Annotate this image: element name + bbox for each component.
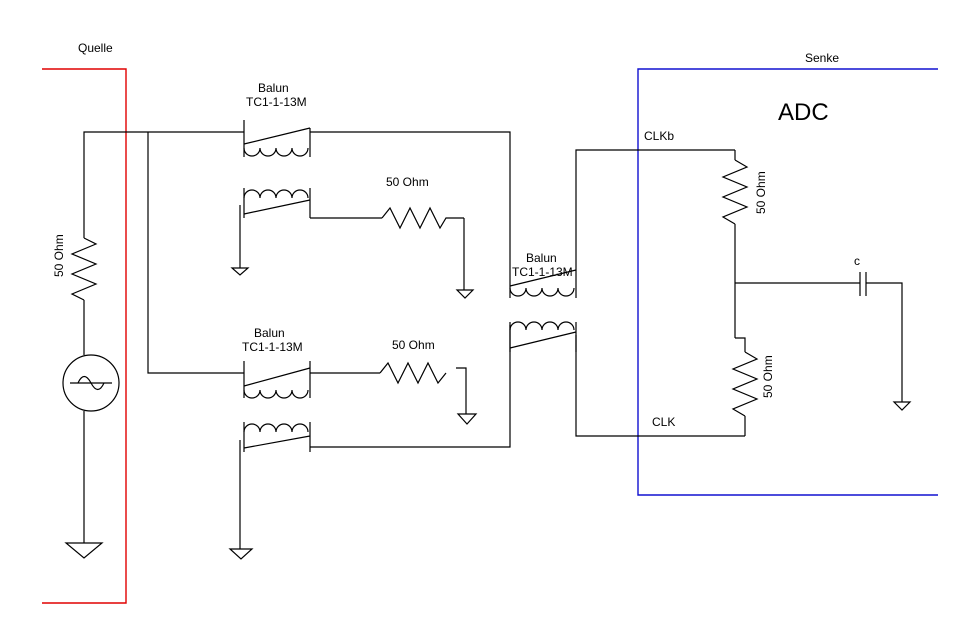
source-label: Quelle — [78, 41, 113, 55]
svg-text:Balun: Balun — [258, 81, 289, 95]
ground-symbol-balun2 — [228, 548, 254, 560]
termination-resistor-2 — [379, 361, 447, 385]
sink-label: Senke — [805, 51, 839, 65]
res-adc-top-label: 50 Ohm — [754, 171, 768, 214]
clk-label: CLK — [652, 415, 675, 429]
ground-symbol-term2 — [456, 413, 478, 425]
ground-symbol-source — [64, 542, 104, 559]
res-adc-bottom-label: 50 Ohm — [761, 355, 775, 398]
source-resistor — [70, 237, 98, 301]
balun-1: Balun TC1-1-13M 50 Ohm — [230, 81, 511, 299]
ground-symbol-balun1 — [230, 267, 250, 276]
balun-2: Balun TC1-1-13M 50 Ohm — [228, 325, 511, 560]
ac-source-icon — [62, 354, 120, 412]
adc-resistor-top — [721, 159, 749, 225]
ground-symbol-term1 — [455, 289, 475, 299]
svg-text:TC1-1-13M: TC1-1-13M — [242, 340, 303, 354]
svg-text:Balun: Balun — [526, 251, 557, 265]
res-term1-label: 50 Ohm — [386, 175, 429, 189]
balun-3: Balun TC1-1-13M — [509, 149, 745, 437]
adc-termination: CLKb CLK 50 Ohm c 50 Ohm — [644, 129, 912, 436]
res-source-label: 50 Ohm — [52, 234, 66, 277]
svg-text:Balun: Balun — [254, 326, 285, 340]
clkb-label: CLKb — [644, 129, 674, 143]
termination-resistor-1 — [381, 206, 464, 230]
ground-symbol-adc — [892, 401, 912, 411]
cap-label: c — [854, 254, 860, 268]
svg-text:TC1-1-13M: TC1-1-13M — [246, 95, 307, 109]
res-term2-label: 50 Ohm — [392, 338, 435, 352]
adc-label: ADC — [778, 99, 829, 126]
sink-boundary — [637, 68, 938, 496]
source-circuit: 50 Ohm — [52, 131, 244, 559]
adc-resistor-bottom — [731, 351, 759, 417]
svg-text:TC1-1-13M: TC1-1-13M — [512, 265, 573, 279]
source-boundary — [42, 68, 127, 604]
